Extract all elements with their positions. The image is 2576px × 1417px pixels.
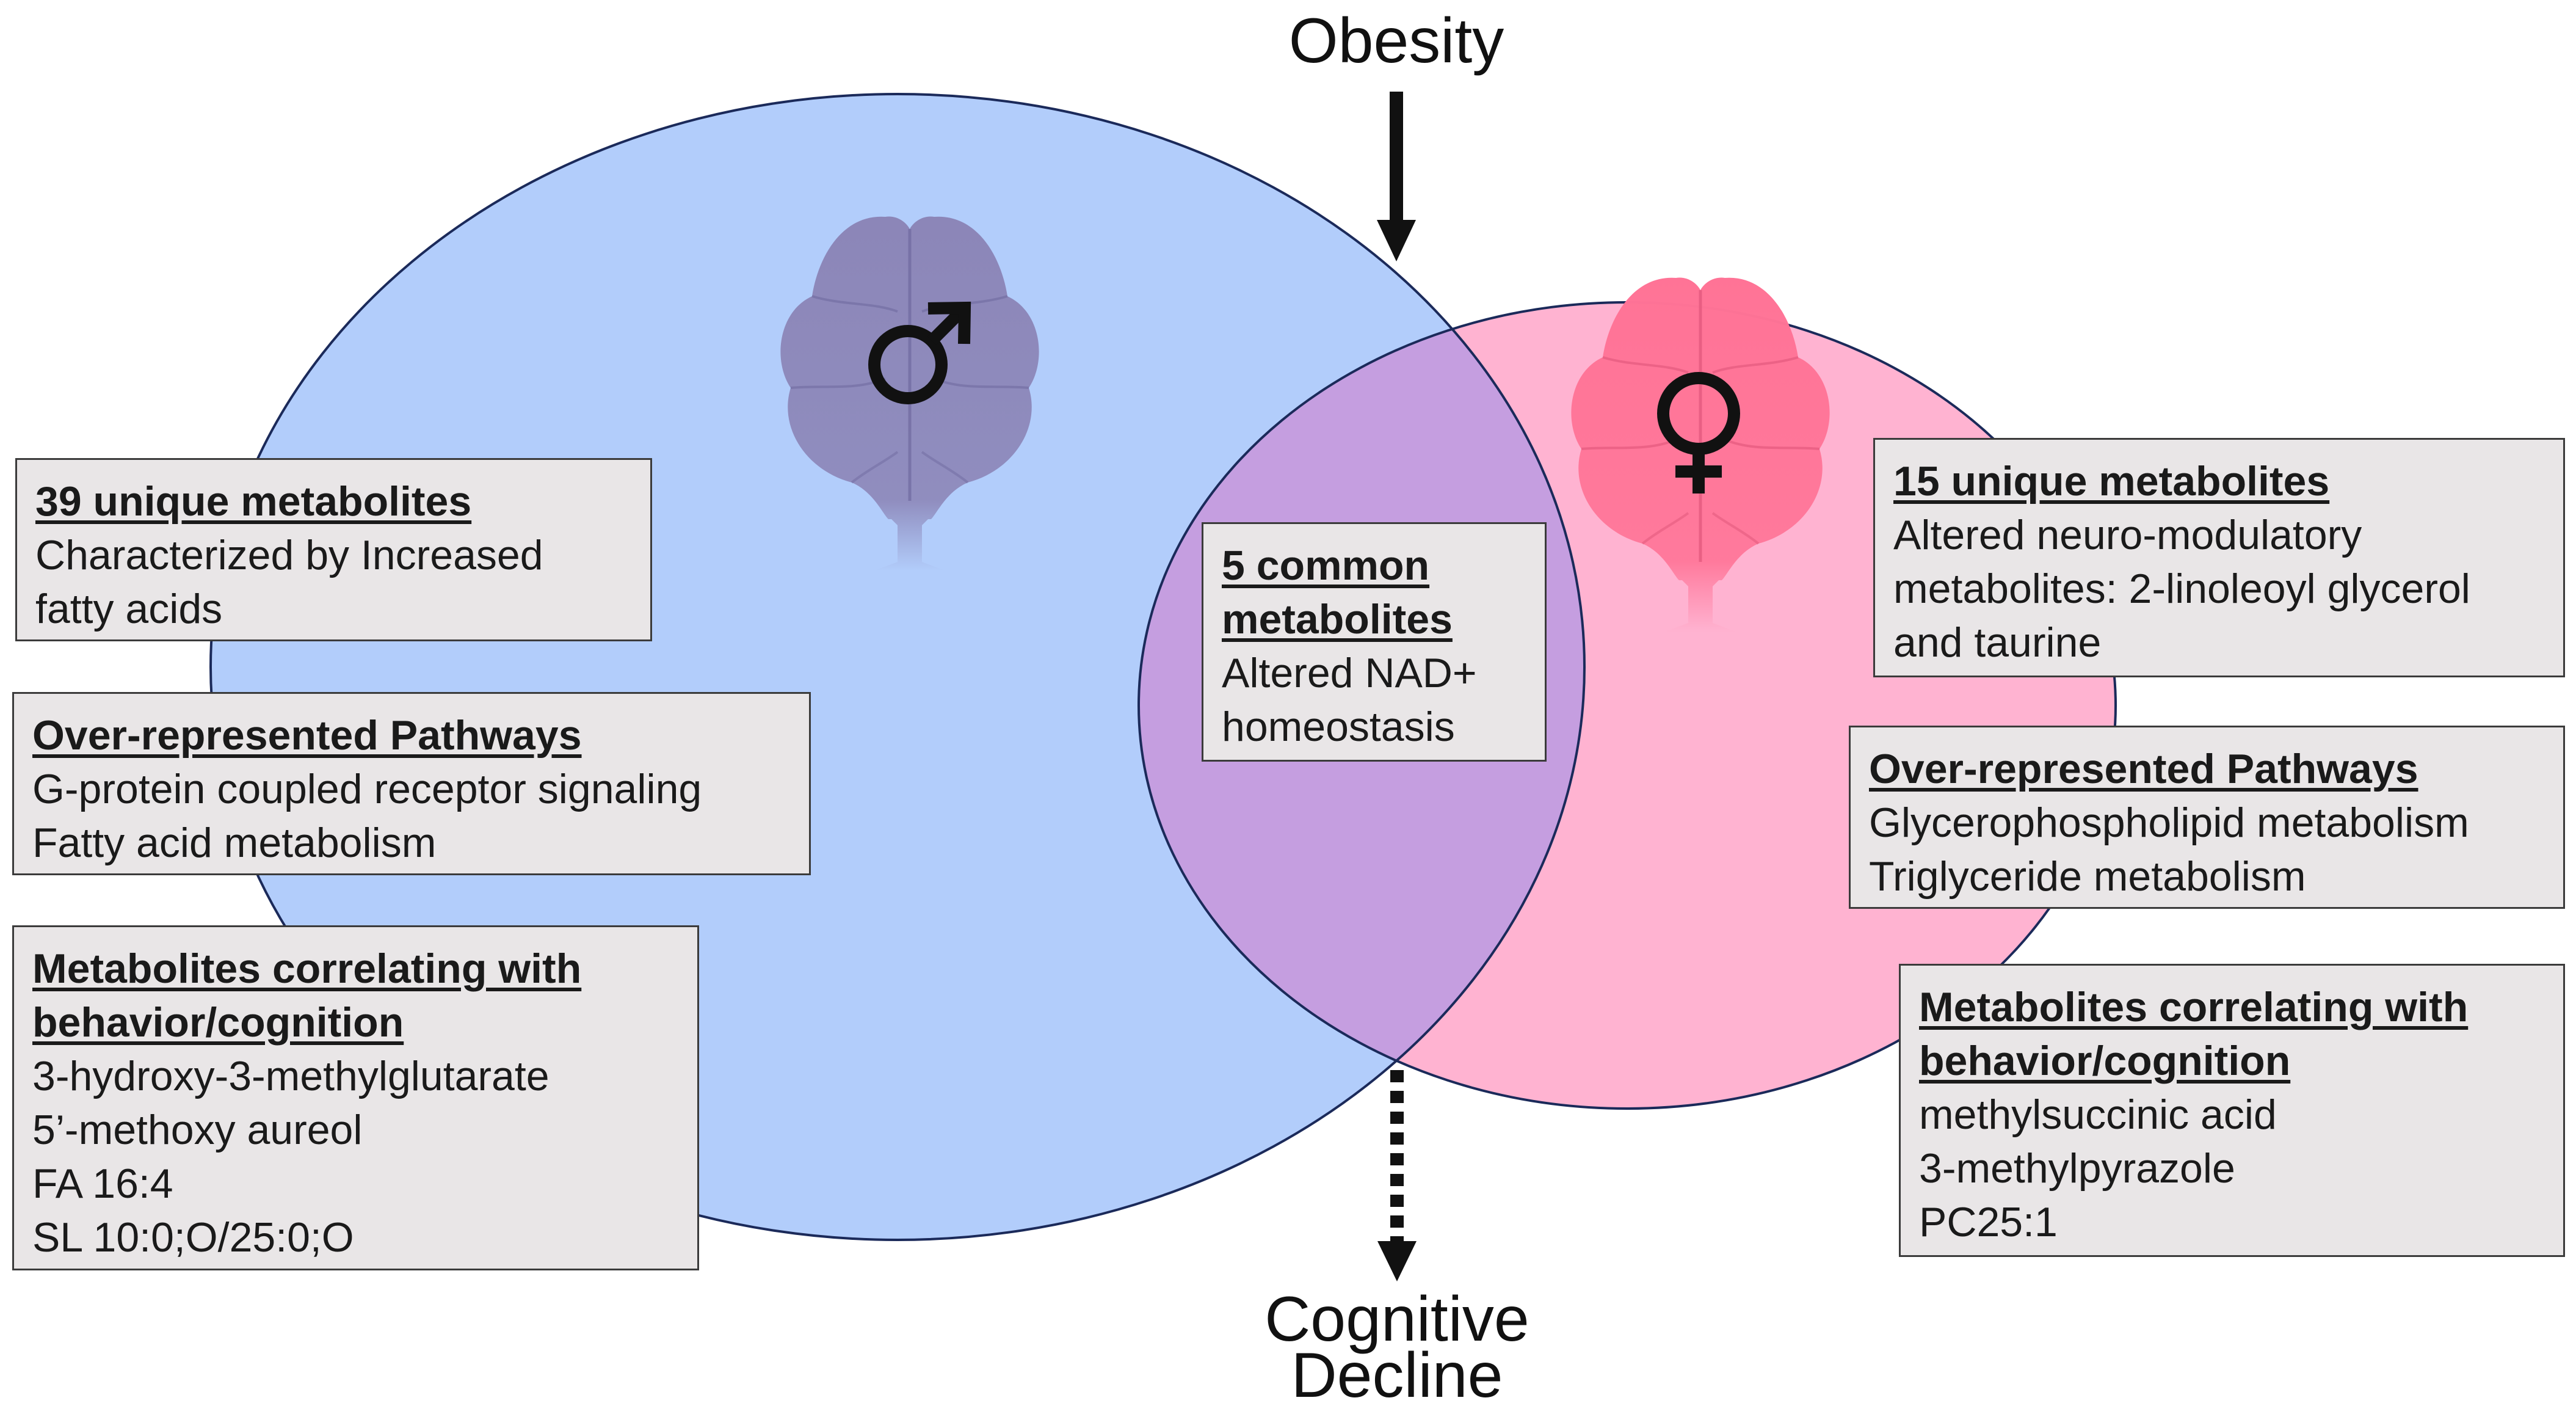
common-box: 5 common metabolites Altered NAD+ homeos… bbox=[1202, 522, 1547, 762]
male-unique-line: Characterized by Increased bbox=[35, 532, 543, 578]
female-correlating-item: 3-methylpyrazole bbox=[1919, 1145, 2235, 1192]
female-correlating-heading-2: behavior/cognition bbox=[1919, 1038, 2291, 1084]
common-line: homeostasis bbox=[1222, 704, 1455, 750]
female-correlating-item: methylsuccinic acid bbox=[1919, 1091, 2277, 1138]
cognitive-decline-arrow bbox=[1377, 1070, 1417, 1281]
female-correlating-item: PC25:1 bbox=[1919, 1199, 2058, 1245]
obesity-label: Obesity bbox=[1288, 5, 1504, 76]
male-unique-line: fatty acids bbox=[35, 586, 223, 632]
male-pathway-item: Fatty acid metabolism bbox=[32, 820, 437, 866]
male-pathway-item: G-protein coupled receptor signaling bbox=[32, 766, 702, 812]
female-unique-line: metabolites: 2-linoleoyl glycerol bbox=[1893, 566, 2470, 612]
female-unique-heading: 15 unique metabolites bbox=[1893, 458, 2330, 505]
overlap-region bbox=[1139, 302, 1584, 1109]
male-correlating-heading-2: behavior/cognition bbox=[32, 999, 404, 1046]
female-pathway-item: Glycerophospholipid metabolism bbox=[1869, 800, 2469, 846]
female-pathways-heading: Over-represented Pathways bbox=[1869, 746, 2418, 792]
male-correlating-item: 5’-methoxy aureol bbox=[32, 1107, 363, 1153]
male-unique-box: 39 unique metabolites Characterized by I… bbox=[15, 458, 652, 641]
female-unique-line: Altered neuro-modulatory bbox=[1893, 512, 2362, 558]
decline-label: Decline bbox=[1291, 1340, 1503, 1411]
obesity-arrow bbox=[1377, 92, 1416, 261]
common-heading-2: metabolites bbox=[1222, 596, 1453, 643]
male-correlating-item: 3-hydroxy-3-methylglutarate bbox=[32, 1053, 550, 1099]
common-line: Altered NAD+ bbox=[1222, 650, 1477, 696]
male-correlating-item: SL 10:0;O/25:0;O bbox=[32, 1214, 354, 1261]
female-symbol-icon bbox=[1657, 372, 1740, 494]
female-pathways-box: Over-represented Pathways Glycerophospho… bbox=[1849, 726, 2565, 909]
male-circle-outline bbox=[209, 93, 1586, 1241]
female-correlating-heading-1: Metabolites correlating with bbox=[1919, 984, 2469, 1030]
male-symbol-icon bbox=[868, 301, 971, 404]
male-correlating-box: Metabolites correlating with behavior/co… bbox=[12, 925, 699, 1270]
male-correlating-heading-1: Metabolites correlating with bbox=[32, 945, 582, 992]
cognitive-label: Cognitive bbox=[1264, 1284, 1529, 1355]
male-correlating-item: FA 16:4 bbox=[32, 1160, 173, 1207]
male-pathways-box: Over-represented Pathways G-protein coup… bbox=[12, 692, 811, 875]
female-unique-line: and taurine bbox=[1893, 619, 2102, 666]
female-pathway-item: Triglyceride metabolism bbox=[1869, 853, 2306, 900]
female-correlating-box: Metabolites correlating with behavior/co… bbox=[1899, 964, 2565, 1257]
female-unique-box: 15 unique metabolites Altered neuro-modu… bbox=[1873, 438, 2565, 677]
male-pathways-heading: Over-represented Pathways bbox=[32, 712, 582, 759]
male-unique-heading: 39 unique metabolites bbox=[35, 478, 472, 525]
common-heading-1: 5 common bbox=[1222, 542, 1430, 589]
